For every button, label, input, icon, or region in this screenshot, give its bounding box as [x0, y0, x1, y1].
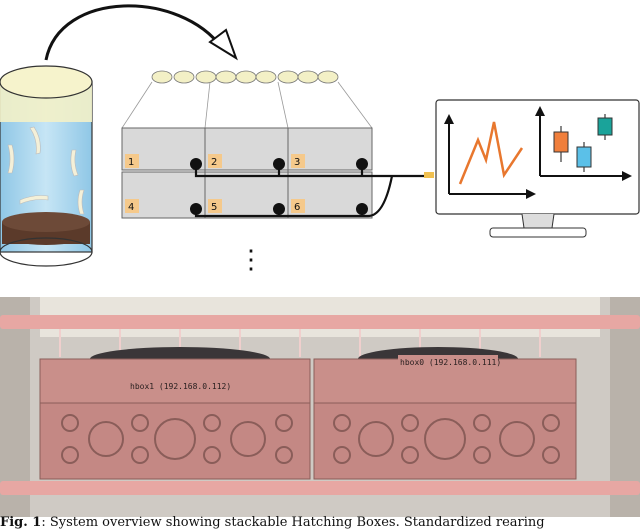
background-shelves: [0, 297, 640, 517]
stack-ellipsis: ⋮: [238, 245, 264, 275]
hbox0-label: hbox0 (192.168.0.111): [400, 358, 501, 367]
box-number-tags: 1 2 3 4 5 6: [125, 154, 305, 213]
larvae: [7, 126, 85, 215]
transfer-arrow: [44, 4, 238, 61]
box-number-5: 5: [211, 202, 217, 213]
top-shelf: [0, 315, 640, 329]
box-number-4: 4: [128, 202, 134, 213]
line-plot-thumbnail: [444, 114, 536, 199]
usb-connector: [424, 172, 434, 178]
box-number-3: 3: [294, 157, 300, 168]
system-overview-diagram: 1 2 3 4 5 6 ⋮: [0, 4, 640, 275]
box-number-1: 1: [128, 157, 134, 168]
figure-caption: Fig. 1: System overview showing stackabl…: [0, 515, 640, 531]
hatching-box-right: hbox0 (192.168.0.111): [313, 355, 577, 480]
box-stack: [121, 127, 373, 219]
rearing-container: [0, 65, 93, 267]
hatching-box-photo: hbox1 (192.168.0.112) hbox0 (192.168.0.1…: [0, 297, 640, 517]
hatching-box-left: hbox1 (192.168.0.112): [39, 358, 311, 480]
caption-text: : System overview showing stackable Hatc…: [41, 515, 545, 530]
hatching-cups: [121, 70, 373, 129]
hbox1-label: hbox1 (192.168.0.112): [130, 382, 231, 391]
box-number-6: 6: [294, 202, 300, 213]
sensor-nodes: [190, 158, 368, 215]
monitor: [435, 99, 640, 238]
boxplot-thumbnail: [535, 106, 632, 181]
figure-label: Fig. 1: [0, 515, 42, 530]
bottom-shelf: [0, 481, 640, 495]
box-number-2: 2: [211, 157, 217, 168]
